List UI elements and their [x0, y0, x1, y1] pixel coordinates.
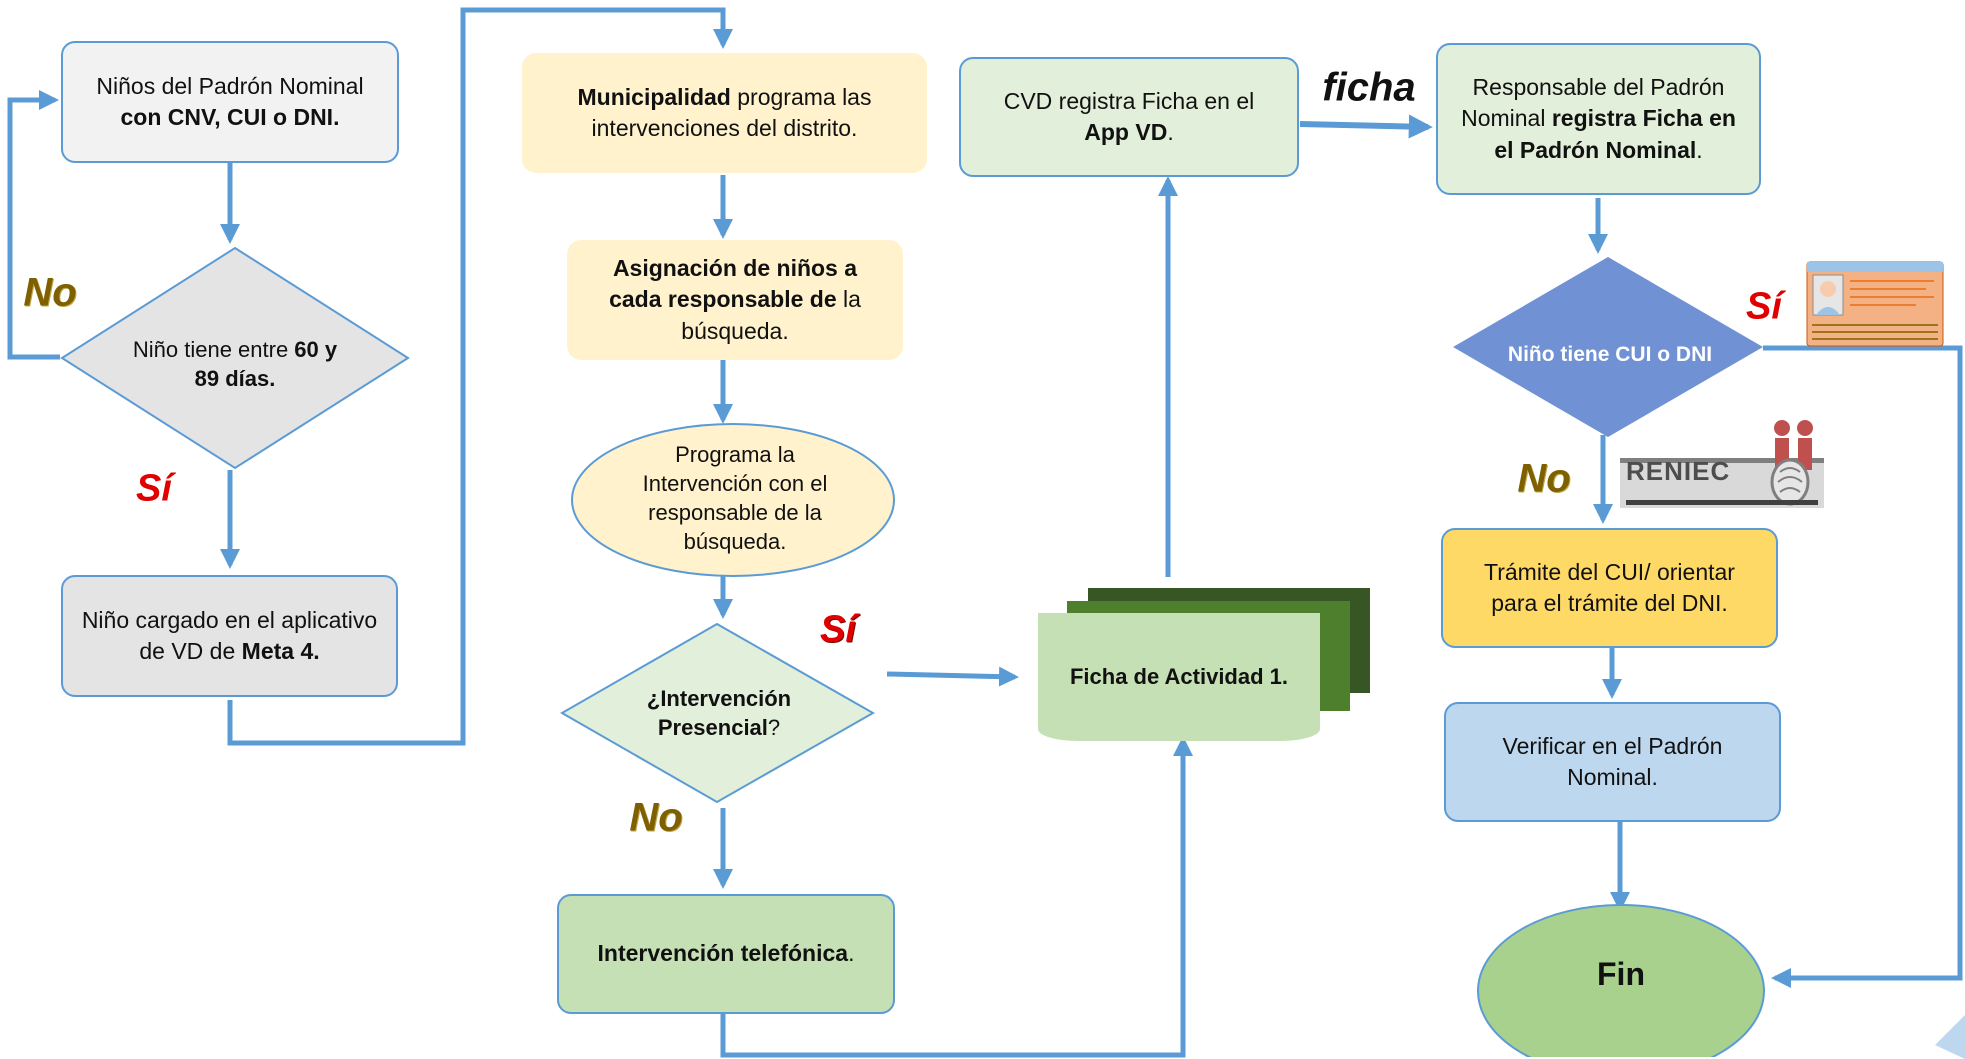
node-ficha-actividad: Ficha de Actividad 1.: [1038, 613, 1320, 741]
edge-label-no-age: No: [23, 270, 77, 315]
decision-presencial-shape: [560, 622, 875, 804]
edge-label-si-cui: Sí: [1746, 285, 1782, 328]
decision-cui-label: Niño tiene CUI o DNI: [1507, 343, 1713, 367]
corner-decoration-icon: [1935, 1015, 1965, 1059]
node-programa-label: Programa la Intervención con el responsa…: [642, 441, 828, 555]
node-padron-entry: Niños del Padrón Nominal con CNV, CUI o …: [61, 41, 399, 163]
edge-label-si-presencial: Sí: [820, 608, 856, 651]
id-card-icon: [1806, 261, 1944, 347]
reniec-logo-text: RENIEC: [1626, 456, 1731, 486]
node-cvd-registra: CVD registra Ficha en el App VD.: [959, 57, 1299, 177]
edge-label-no-presencial: No: [629, 795, 683, 840]
edge-cargado-to-municipalidad: [227, 7, 733, 746]
edge-label-no-cui: No: [1517, 456, 1571, 501]
node-telefonica: Intervención telefónica.: [557, 894, 895, 1014]
node-asignacion: Asignación de niños a cada responsable d…: [567, 240, 903, 360]
node-responsable: Responsable del Padrón Nominal registra …: [1436, 43, 1761, 195]
reniec-logo: [1620, 420, 1824, 508]
node-programa-shape: [571, 423, 895, 577]
node-cargado: Niño cargado en el aplicativo de VD de M…: [61, 575, 398, 697]
edge-age-no-loop: [7, 90, 60, 360]
edge-label-ficha: ficha: [1322, 65, 1416, 110]
edge-cvd-to-responsable: [1299, 114, 1433, 139]
node-fin-label: Fin: [1597, 955, 1645, 992]
node-tramite: Trámite del CUI/ orientar para el trámit…: [1441, 528, 1778, 648]
edge-label-si-age: Sí: [136, 467, 172, 510]
edge-presencial-si: [886, 666, 1019, 687]
node-municipalidad: Municipalidad programa las intervencione…: [522, 53, 927, 173]
decision-age-shape: [60, 246, 410, 470]
node-verificar: Verificar en el Padrón Nominal.: [1444, 702, 1781, 822]
decision-cui-shape: [1453, 257, 1763, 437]
decision-presencial-label: ¿Intervención Presencial?: [646, 685, 792, 740]
edge-cui-si: [1763, 345, 1963, 988]
decision-age-label: Niño tiene entre 60 y 89 días.: [132, 336, 338, 391]
node-fin-shape: [1477, 904, 1765, 1057]
edge-telefonica-to-ficha: [720, 736, 1193, 1058]
